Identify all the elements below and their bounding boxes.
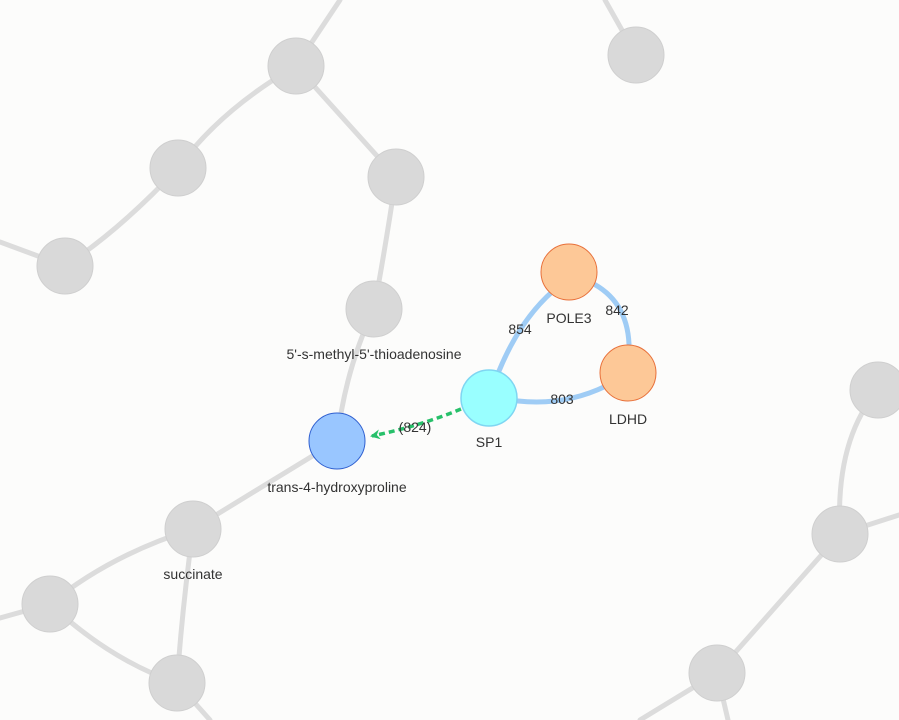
edge-label-803: 803: [550, 391, 574, 407]
node-label-pole3: POLE3: [546, 310, 591, 326]
node-trans-4-hydroxyproline[interactable]: trans-4-hydroxyproline: [267, 412, 407, 495]
bg-node: [811, 505, 869, 563]
label-succinate: succinate: [163, 566, 222, 582]
bg-node: [21, 575, 79, 633]
label-mta: 5'-s-methyl-5'-thioadenosine: [287, 346, 462, 362]
edge-label-854: 854: [508, 321, 532, 337]
edge-label-824: (824): [399, 419, 432, 435]
bg-node: [149, 139, 207, 197]
bg-node: [267, 37, 325, 95]
highlight-edges: [496, 279, 632, 405]
edge-sp1-hyp[interactable]: [370, 407, 462, 440]
bg-node: [148, 654, 206, 712]
bg-node: [688, 644, 746, 702]
bg-edge: [714, 531, 843, 676]
bg-node: [607, 26, 665, 84]
bg-node: [164, 500, 222, 558]
bg-node: [367, 148, 425, 206]
node-label-ldhd: LDHD: [609, 411, 647, 427]
node-pole3[interactable]: POLE3: [540, 243, 598, 326]
edge-pole3-ldhd[interactable]: [587, 279, 632, 347]
bg-node: [849, 361, 899, 419]
edge-label-842: 842: [605, 302, 629, 318]
edge-sp1-pole3[interactable]: [496, 288, 556, 374]
node-label-sp1: SP1: [476, 434, 503, 450]
node-sp1[interactable]: SP1: [460, 369, 518, 450]
node-ldhd[interactable]: LDHD: [599, 344, 657, 427]
edge-sp1-ldhd[interactable]: [515, 383, 609, 405]
bg-node: [345, 280, 403, 338]
bg-node: [36, 237, 94, 295]
node-label-hyp: trans-4-hydroxyproline: [267, 479, 406, 495]
